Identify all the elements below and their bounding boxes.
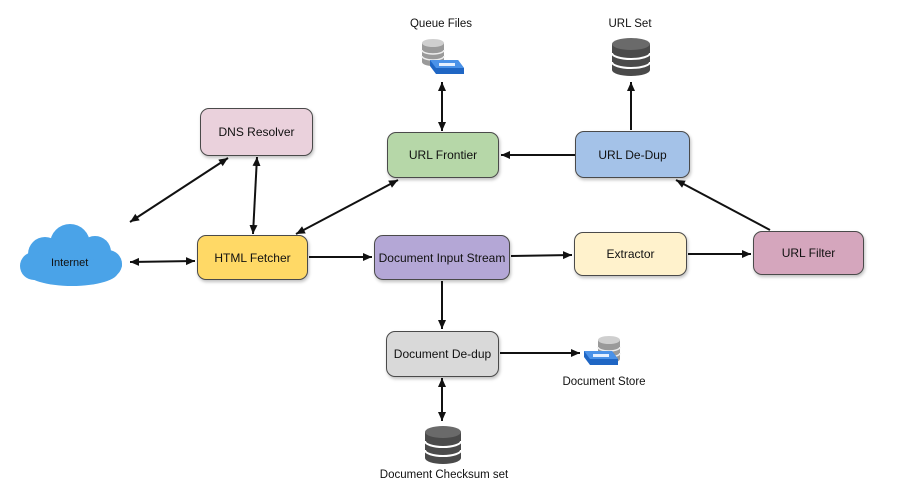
extractor-node: Extractor: [574, 232, 687, 276]
queue-files-label: Queue Files: [409, 18, 473, 30]
edge-filter-dedup: [675, 179, 771, 231]
edge-fetcher-frontier: [295, 179, 399, 235]
checksum-set-database-icon: [424, 426, 462, 464]
queue-files-server-icon: [421, 39, 464, 74]
html-fetcher-node: HTML Fetcher: [197, 235, 308, 280]
edge-internet-dns: [129, 157, 229, 223]
url-frontier-node: URL Frontier: [387, 132, 499, 178]
document-store-server-icon: [584, 336, 621, 365]
document-dedup-node: Document De-dup: [386, 331, 499, 377]
internet-cloud-icon: [20, 224, 122, 286]
document-store-label: Document Store: [562, 376, 646, 388]
url-filter-node: URL Filter: [753, 231, 864, 275]
edge-stream-extractor: [510, 251, 573, 260]
document-checksum-set-label: Document Checksum set: [379, 469, 509, 481]
url-set-database-icon: [611, 38, 651, 76]
url-set-label: URL Set: [608, 18, 652, 30]
edge-dns-fetcher: [249, 156, 261, 235]
internet-label: Internet: [51, 257, 89, 269]
document-input-stream-node: Document Input Stream: [374, 235, 510, 280]
edge-internet-fetcher: [129, 257, 196, 266]
dns-resolver-node: DNS Resolver: [200, 108, 313, 156]
url-dedup-node: URL De-Dup: [575, 131, 690, 178]
